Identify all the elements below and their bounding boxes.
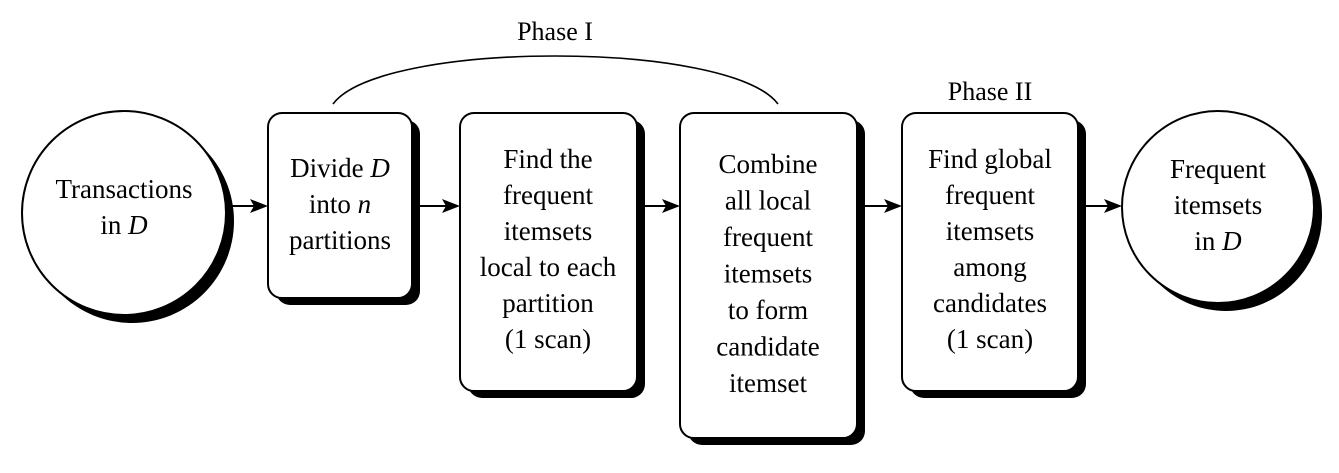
node-text-line: Find global (928, 144, 1052, 174)
node-text-line: to form (728, 295, 808, 325)
node-find-global-box (901, 112, 1079, 392)
arrow-start-to-divide-head (250, 199, 268, 213)
shadows (30, 119, 1322, 445)
node-text-line: Frequent (1170, 154, 1266, 184)
node-transactions-circle (21, 110, 227, 316)
node-text-line: itemsets (504, 216, 593, 246)
node-find-global-text: Find global frequent itemsets among candidat… (928, 144, 1052, 354)
node-divide-box (267, 112, 413, 299)
node-text-line: itemset (729, 368, 807, 398)
node-text-line: into n (309, 189, 371, 219)
node-frequent-itemsets-text: Frequent itemsets in D (1170, 154, 1266, 256)
node-text-line: Divide D (290, 153, 390, 183)
node-combine-box (679, 112, 858, 439)
phase1-bracket-arc (332, 55, 779, 105)
node-text-line: (1 scan) (947, 324, 1033, 354)
node-text-line: itemsets (724, 259, 813, 289)
node-text-line: (1 scan) (505, 324, 591, 354)
node-text-line: local to each (480, 252, 617, 282)
node-text-line: itemsets (1174, 190, 1263, 220)
node-text-line: in D (1194, 226, 1242, 256)
phase1-label: Phase I (517, 17, 593, 46)
node-text-line: all local (725, 186, 811, 216)
node-text-line: candidate (716, 332, 819, 362)
arrow-find-global-to-end-head (1104, 199, 1122, 213)
node-text-line: Transactions (55, 174, 192, 204)
node-find-local-text: Find the frequent itemsets local to each par… (480, 144, 617, 354)
node-text-line: itemsets (946, 216, 1035, 246)
arrow-combine-to-find-global-head (884, 199, 902, 213)
node-text-line: frequent (723, 222, 813, 252)
node-find-local-box (459, 112, 638, 392)
arrow-find-local-to-combine-head (662, 199, 680, 213)
node-transactions-text: Transactions in D (55, 174, 192, 240)
node-divide-text: Divide D into n partitions (289, 153, 391, 255)
node-text-line: Find the (503, 144, 592, 174)
node-text-line: Combine (719, 149, 818, 179)
node-text-line: frequent (945, 180, 1035, 210)
node-text-line: in D (100, 210, 148, 240)
arrow-divide-to-find-local-head (442, 199, 460, 213)
node-text-line: frequent (503, 180, 593, 210)
flow-arrows (226, 199, 1122, 213)
node-text-line: partitions (289, 225, 391, 255)
node-frequent-itemsets-circle (1121, 110, 1315, 304)
phase2-label: Phase II (948, 77, 1032, 106)
node-combine-text: Combine all local frequent itemsets to form c… (716, 149, 819, 398)
node-text-line: among (953, 252, 1027, 282)
node-text-line: partition (502, 288, 594, 318)
node-text-line: candidates (933, 288, 1047, 318)
